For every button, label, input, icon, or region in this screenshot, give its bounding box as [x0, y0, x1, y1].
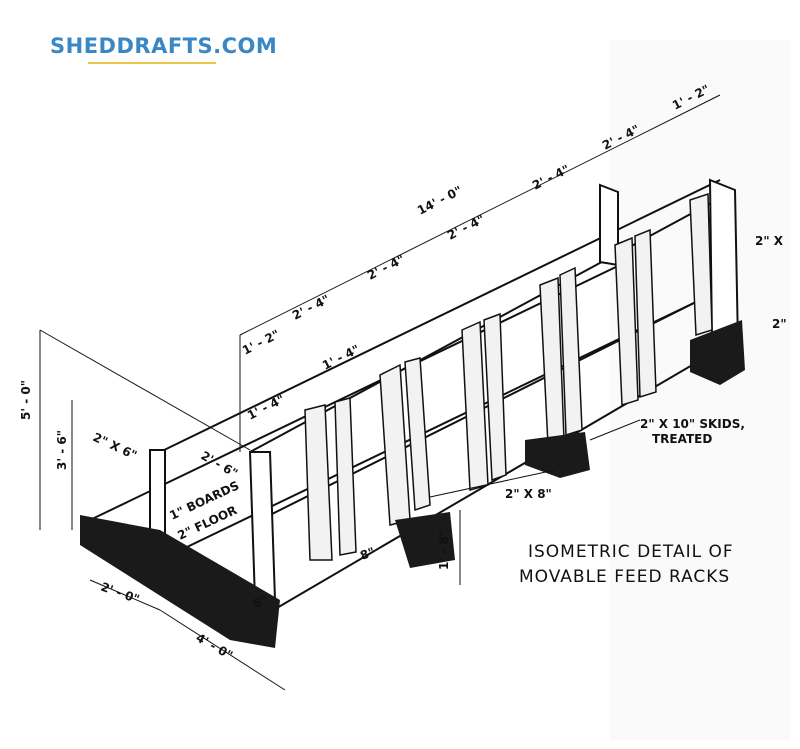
skid-right: [690, 320, 745, 385]
brand-underline: [88, 62, 216, 64]
slat-3b: [483, 312, 507, 482]
dim-floor: [89, 579, 161, 611]
callout-skids-1: 2" X 10" SKIDS,: [640, 417, 745, 431]
slat-6a: [689, 192, 713, 337]
callout-skids-2: TREATED: [652, 432, 712, 446]
skids: [80, 320, 745, 648]
skid-middle: [525, 432, 590, 478]
dim-overall-height: 5' - 0": [19, 380, 33, 420]
dim-lower-height: 3' - 6": [55, 430, 69, 470]
brand-logo[interactable]: SHEDDRAFTS.COM: [50, 34, 278, 58]
dim-post-spacing-b: 1' - 4": [320, 342, 362, 373]
dim-bay-1: 2' - 4": [290, 292, 332, 323]
dim-width: [159, 609, 286, 691]
skid-left: [80, 515, 280, 648]
callout-brace: 2" X 8": [505, 487, 552, 501]
dim-upper-left: [39, 329, 251, 451]
slat-2b: [404, 357, 431, 512]
leader-brace: [429, 469, 556, 498]
dim-skid-height: 1' - 8": [437, 530, 451, 570]
top-rail-back: [159, 179, 721, 453]
slat-5a: [614, 236, 639, 407]
skid-front: [395, 512, 455, 568]
dim-bay-3: 2' - 4": [445, 212, 487, 243]
bottom-rail-back: [89, 264, 621, 521]
floor-line: [159, 299, 701, 561]
slat-1b: [334, 397, 357, 556]
dim-overall: [239, 94, 721, 336]
slat-3a: [461, 320, 489, 491]
drawing-title-line1: ISOMETRIC DETAIL OF: [528, 542, 734, 562]
dim-skid-width-a: 8": [251, 593, 270, 611]
slat-4b: [559, 266, 583, 437]
leader-skid: [589, 419, 641, 441]
rack-slats: [304, 192, 713, 561]
dim-bay-2: 2' - 4": [365, 252, 407, 283]
slat-2a: [379, 363, 411, 526]
right-front-post: [708, 178, 740, 347]
dim-floor-width: 2' - 0": [99, 580, 141, 607]
callout-right-top: 2" X: [755, 234, 784, 248]
callout-right-mid: 2": [772, 317, 787, 331]
dim-bay-4: 2' - 4": [530, 162, 572, 193]
dimension-lines: [39, 94, 721, 691]
dim-skid-width-b: 8": [358, 545, 377, 563]
dim-post-spacing-a: 1' - 4": [245, 392, 287, 423]
slat-5b: [634, 228, 657, 399]
left-front-post: [248, 451, 277, 601]
dim-overall-length: 14' - 0": [415, 183, 464, 217]
slat-1a: [304, 404, 333, 561]
drawing-title-line2: MOVABLE FEED RACKS: [519, 567, 730, 587]
callout-post-size: 2" X 6": [91, 430, 139, 462]
